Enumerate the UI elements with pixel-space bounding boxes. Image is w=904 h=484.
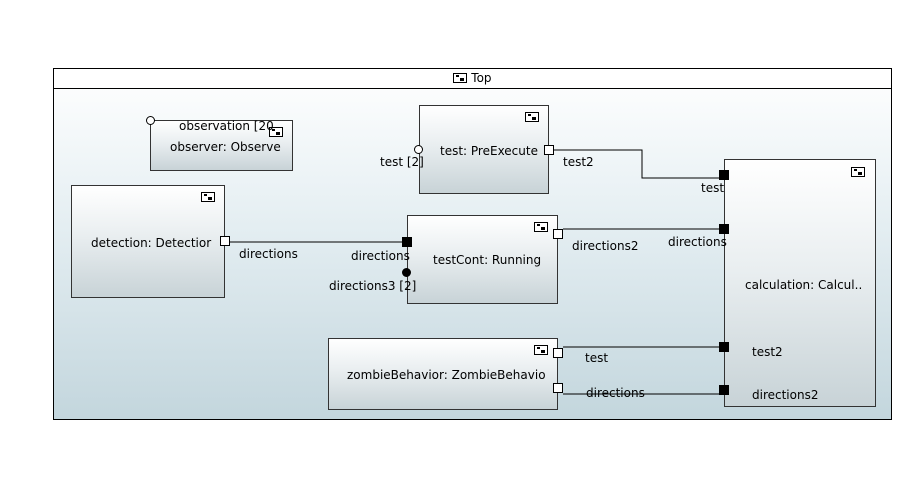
port-label: observation [20 <box>179 119 274 133</box>
port-testcont-directions2[interactable] <box>553 229 563 239</box>
port-calc-test2[interactable] <box>719 342 729 352</box>
part-name: observer: Observe <box>170 140 281 154</box>
port-observation[interactable] <box>146 116 155 125</box>
part-name: testCont: Running <box>433 253 542 267</box>
port-testcont-directions3[interactable] <box>402 268 411 277</box>
port-label: test <box>585 351 609 365</box>
connector-test2-calc <box>553 149 724 179</box>
port-label: directions <box>239 247 298 261</box>
part-detection[interactable]: detection: Detectior <box>71 185 225 298</box>
frame-title: Top <box>471 71 492 85</box>
port-calc-directions2[interactable] <box>719 385 729 395</box>
port-label: directions <box>351 249 410 263</box>
port-label: directions2 <box>752 388 819 402</box>
structure-icon <box>269 127 283 137</box>
structure-icon <box>453 73 468 83</box>
port-detection-directions[interactable] <box>220 236 230 246</box>
port-calc-test[interactable] <box>719 170 729 180</box>
structure-icon <box>534 345 548 355</box>
port-label: test2 <box>563 155 594 169</box>
part-name: test: PreExecute <box>440 144 538 158</box>
port-label: test [2] <box>380 155 424 169</box>
part-calculation[interactable]: calculation: Calcul.. <box>724 159 876 407</box>
port-label: directions <box>668 235 727 249</box>
part-name: zombieBehavior: ZombieBehavio <box>347 368 546 382</box>
structure-icon <box>851 167 865 177</box>
part-name: calculation: Calcul.. <box>745 278 863 292</box>
port-test2[interactable] <box>544 145 554 155</box>
part-test[interactable]: test: PreExecute <box>419 105 549 194</box>
port-label: directions2 <box>572 239 639 253</box>
structure-icon <box>534 222 548 232</box>
part-name: detection: Detectior <box>91 236 212 250</box>
port-label: test2 <box>752 345 783 359</box>
part-testcont[interactable]: testCont: Running <box>407 215 558 304</box>
port-label: directions <box>586 386 645 400</box>
port-zombie-directions[interactable] <box>553 383 563 393</box>
structure-icon <box>525 112 539 122</box>
port-testcont-directions[interactable] <box>402 237 412 247</box>
structure-icon <box>201 192 215 202</box>
port-test-in[interactable] <box>414 145 423 154</box>
port-label: test <box>701 181 725 195</box>
port-zombie-test[interactable] <box>553 348 563 358</box>
part-observer[interactable]: observation [20 observer: Observe <box>150 119 293 171</box>
part-zombie[interactable]: zombieBehavior: ZombieBehavio <box>328 338 558 410</box>
port-calc-directions[interactable] <box>719 224 729 234</box>
port-label: directions3 [2] <box>329 279 417 293</box>
frame-title-bar: Top <box>54 69 891 89</box>
